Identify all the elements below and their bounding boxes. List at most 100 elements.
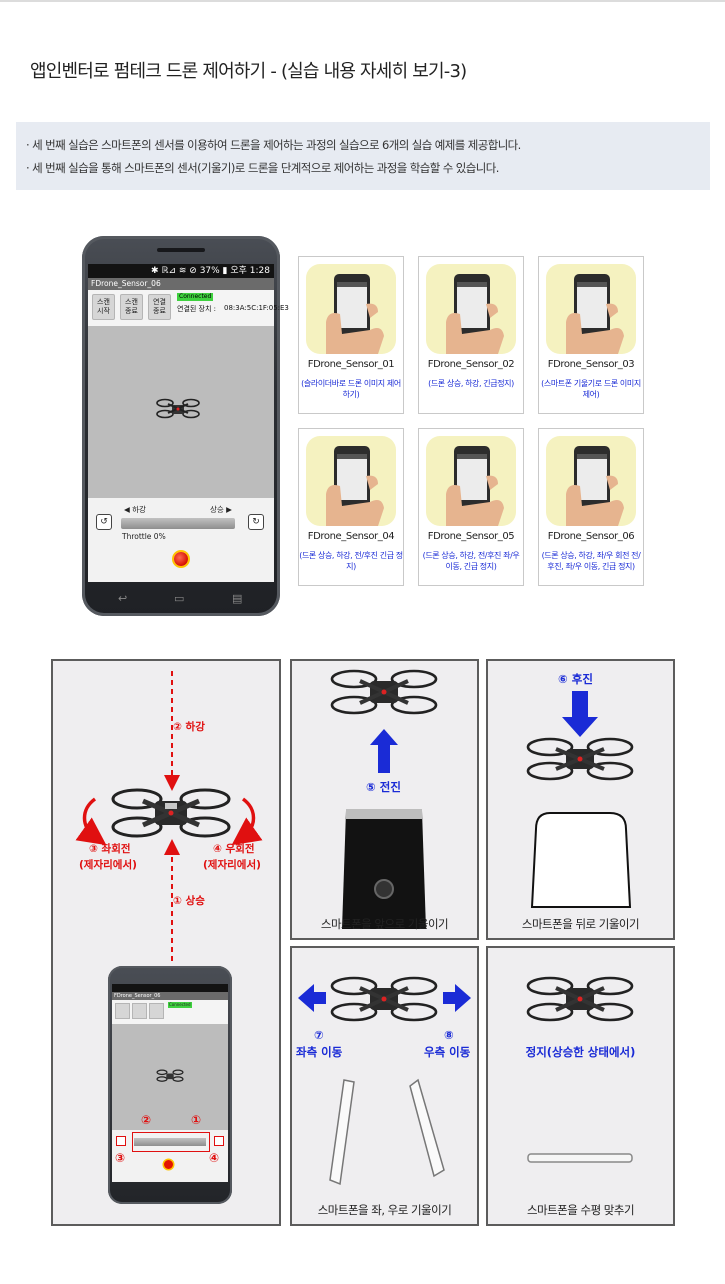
throttle-rotation-diagram <box>75 671 263 961</box>
marker-2: ② <box>141 1113 152 1127</box>
sensor-description: (드론 상승, 하강, 전/후진 좌/우 이동, 긴급 정지) <box>422 551 520 571</box>
drone-icon <box>526 737 634 781</box>
down-annotation: ② 하강 <box>173 721 205 733</box>
sensor-card[interactable]: FDrone_Sensor_05 (드론 상승, 하강, 전/후진 좌/우 이동,… <box>418 428 524 586</box>
panel-throttle-rotation: ② 하강 ① 상승 ③ 좌회전 (제자리에서) ④ 우회전 (제자리에서) FD… <box>51 659 281 1226</box>
sensor-name: FDrone_Sensor_05 <box>427 531 515 542</box>
phone-mockup: ✱ ℝ⊿ ≋ ⊘ 37% ▮ 오후 1:28 FDrone_Sensor_06 … <box>82 236 289 616</box>
mini-rotate-right-button[interactable] <box>214 1136 224 1146</box>
menu-key-icon: ▤ <box>232 592 243 605</box>
disconnect-button[interactable]: 연결 종료 <box>148 294 171 320</box>
up-annotation: ① 상승 <box>173 895 205 907</box>
stop-label: 정지(상승한 상태에서) <box>525 1045 636 1059</box>
home-key-icon: ▭ <box>174 592 185 605</box>
left-move-label: 좌측 이동 <box>296 1045 343 1059</box>
phone-tilt-left-icon <box>329 1079 355 1186</box>
sensor-thumbnail <box>306 436 396 526</box>
right-move-label: 우측 이동 <box>424 1045 471 1059</box>
mini-phone-mockup: FDrone_Sensor_06 Connected <box>108 966 232 1204</box>
phone-back-icon <box>342 811 426 929</box>
drone-view <box>88 326 274 498</box>
left-rotate-annotation: ③ 좌회전 <box>89 843 131 855</box>
mini-slider-highlight <box>132 1132 210 1152</box>
hand-phone-icon <box>446 274 504 354</box>
sensor-thumbnail <box>306 264 396 354</box>
mini-scan-stop-button[interactable] <box>132 1003 147 1019</box>
sensor-thumbnail <box>426 436 516 526</box>
throttle-slider[interactable] <box>121 518 235 529</box>
sensor-name: FDrone_Sensor_04 <box>307 531 395 542</box>
mini-app-title: FDrone_Sensor_06 <box>112 992 228 1000</box>
sensor-card[interactable]: FDrone_Sensor_01(슬라이더바로 드론 이미지 제어하기) <box>298 256 404 414</box>
marker-3: ③ <box>115 1151 126 1165</box>
mini-disconnect-button[interactable] <box>149 1003 164 1019</box>
backward-caption: 스마트폰을 뒤로 기울이기 <box>521 917 640 931</box>
sensor-thumbnail <box>426 264 516 354</box>
sensor-name: FDrone_Sensor_03 <box>547 359 635 370</box>
drone-image-icon <box>156 398 200 419</box>
up-label: 상승 ▶ <box>210 505 232 514</box>
sensor-thumbnail <box>546 264 636 354</box>
rotate-left-button[interactable]: ↺ <box>96 514 112 530</box>
app-screen: ✱ ℝ⊿ ≋ ⊘ 37% ▮ 오후 1:28 FDrone_Sensor_06 … <box>88 264 289 582</box>
phone-tilt-right-icon <box>409 1078 445 1178</box>
scan-stop-button[interactable]: 스캔 종료 <box>120 294 143 320</box>
drone-icon <box>111 788 231 838</box>
phone-front-icon <box>530 812 632 908</box>
right-move-number: ⑧ <box>444 1028 454 1042</box>
left-arrow-icon <box>298 984 326 1012</box>
rotate-cw-icon: ↻ <box>252 517 260 527</box>
panel-left-right: ⑦ 좌측 이동 ⑧ 우측 이동 스마트폰을 좌, 우로 기울이기 <box>290 946 479 1226</box>
status-bar: ✱ ℝ⊿ ≋ ⊘ 37% ▮ 오후 1:28 <box>88 264 274 278</box>
sensor-description: (드론 상승, 하강, 전/후진 긴급 정지) <box>299 551 403 571</box>
mini-rotate-left-button[interactable] <box>116 1136 126 1146</box>
control-area: 스캔 시작 스캔 종료 연결 종료 Connected 연결된 장치 : 08:… <box>88 290 289 326</box>
sensor-description: (드론 상승, 하강, 긴급정지) <box>428 379 514 388</box>
sensor-name: FDrone_Sensor_02 <box>427 359 515 370</box>
backward-label: ⑥ 후진 <box>558 672 593 686</box>
sensor-description: (스마트폰 기울기로 드론 이미지 제어) <box>541 379 641 399</box>
panel-forward: ⑤ 전진 스마트폰을 앞으로 기울이기 <box>290 659 479 940</box>
panel-stop: 정지(상승한 상태에서) 스마트폰을 수평 맞추기 <box>486 946 675 1226</box>
sensor-description: (드론 상승, 하강, 좌/우 회전 전/후진, 좌/우 이동, 긴급 정지) <box>541 551 641 571</box>
sensor-card[interactable]: FDrone_Sensor_02 (드론 상승, 하강, 긴급정지) <box>418 256 524 414</box>
hand-phone-icon <box>326 446 384 526</box>
connected-device-address: 08:3A:5C:1F:05:E3 <box>224 304 289 312</box>
phone-speaker <box>157 248 205 252</box>
mini-drone-icon <box>156 1069 184 1082</box>
phone-nav-keys: ↩ ▭ ▤ <box>82 588 280 608</box>
left-move-number: ⑦ <box>314 1028 324 1042</box>
mini-connected-badge: Connected <box>168 1002 192 1008</box>
backward-arrow-icon <box>562 691 598 737</box>
mini-scan-start-button[interactable] <box>115 1003 130 1019</box>
right-arrow-icon <box>443 984 471 1012</box>
forward-label: ⑤ 전진 <box>366 780 401 794</box>
page-title: 앱인벤터로 펌테크 드론 제어하기 - (실습 내용 자세히 보기-3) <box>30 61 467 82</box>
info-line-2: · 세 번째 실습을 통해 스마트폰의 센서(기울기)로 드론을 단계적으로 제… <box>26 161 499 175</box>
mini-drone-view <box>112 1024 228 1130</box>
hand-phone-icon <box>566 274 624 354</box>
hand-phone-icon <box>446 446 504 526</box>
mini-throttle-panel <box>112 1130 228 1182</box>
drone-icon <box>526 976 634 1022</box>
top-divider <box>0 0 725 2</box>
sensor-description: (슬라이더바로 드론 이미지 제어하기) <box>301 379 401 399</box>
mini-app-screen: FDrone_Sensor_06 Connected <box>112 984 228 1182</box>
rotate-ccw-icon: ↺ <box>100 517 108 527</box>
stop-caption: 스마트폰을 수평 맞추기 <box>526 1203 635 1217</box>
mini-throttle-slider[interactable] <box>134 1138 206 1146</box>
mini-emergency-stop-button[interactable] <box>164 1160 173 1169</box>
app-title-bar: FDrone_Sensor_06 <box>88 278 274 290</box>
rotate-right-button[interactable]: ↻ <box>248 514 264 530</box>
sensor-card[interactable]: FDrone_Sensor_03 (스마트폰 기울기로 드론 이미지 제어) <box>538 256 644 414</box>
drone-icon <box>330 669 438 715</box>
hand-phone-icon <box>326 274 384 354</box>
emergency-stop-button[interactable] <box>174 552 188 566</box>
mini-control-area: Connected <box>112 1000 228 1024</box>
drone-icon <box>330 976 438 1022</box>
connected-badge: Connected <box>177 293 214 301</box>
hand-phone-icon <box>566 446 624 526</box>
sensor-card[interactable]: FDrone_Sensor_04 (드론 상승, 하강, 전/후진 긴급 정지) <box>298 428 404 586</box>
scan-start-button[interactable]: 스캔 시작 <box>92 294 115 320</box>
sensor-card[interactable]: FDrone_Sensor_06(드론 상승, 하강, 좌/우 회전 전/후진,… <box>538 428 644 586</box>
